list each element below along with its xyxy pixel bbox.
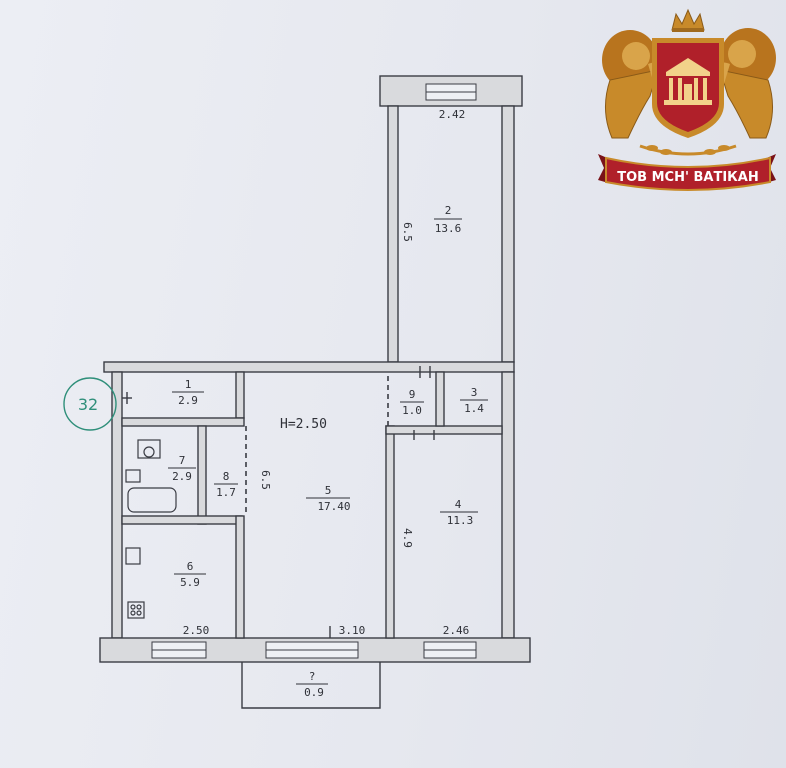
stove-fixture	[127, 601, 145, 619]
room-number: 7	[179, 454, 186, 467]
room-area: 2.9	[172, 470, 192, 483]
building-icon	[664, 58, 712, 105]
apartment-number-badge: 32	[63, 377, 117, 431]
wall-room7-bottom	[121, 515, 243, 525]
company-name: ТОВ МСН' ВАТІКАН	[617, 170, 758, 185]
bottom-balcony	[241, 662, 381, 709]
dim-vertical-room5: 6.5	[259, 470, 272, 490]
room-number: 8	[223, 470, 230, 483]
wall-room3-left	[435, 371, 445, 427]
room-label-9: 9 1.0	[400, 388, 424, 417]
dim-vertical-room4: 4.9	[401, 528, 414, 548]
wall-room6-right	[235, 515, 245, 639]
room-label-5: 5 17.40	[306, 484, 351, 513]
room2-right-wall	[501, 105, 515, 363]
room-area: 11.3	[447, 514, 474, 527]
room-label-6: 6 5.9	[174, 560, 206, 589]
room-label-balcony: ? 0.9	[296, 670, 328, 699]
dim-bottom-mid: 3.10	[339, 624, 366, 637]
room-number: 3	[471, 386, 478, 399]
wall-room1-right	[235, 371, 245, 419]
company-banner: ТОВ МСН' ВАТІКАН	[598, 154, 776, 191]
wall-room7-right	[197, 425, 207, 525]
room-area: 1.7	[216, 486, 236, 499]
dim-top-window: 2.42	[439, 108, 466, 121]
room-label-8: 8 1.7	[214, 470, 238, 499]
shield-icon	[652, 38, 724, 138]
room-number: 4	[455, 498, 462, 511]
room-area: 5.9	[180, 576, 200, 589]
wall-room4-left	[385, 425, 395, 639]
room-area: 13.6	[435, 222, 462, 235]
room2-left-wall	[387, 105, 399, 363]
dim-bottom-right: 2.46	[443, 624, 470, 637]
crown-icon	[671, 8, 705, 32]
wall-room4-top	[385, 425, 503, 435]
dim-vertical-room2: 6.5	[401, 222, 414, 242]
laurel-icon	[639, 144, 737, 156]
room-area: 2.9	[178, 394, 198, 407]
bathtub-fixture	[127, 487, 177, 513]
sink-fixture	[125, 469, 141, 483]
wall-room1-bottom	[121, 417, 245, 427]
room-label-2: 2 13.6	[434, 204, 462, 235]
kitchen-sink-fixture	[125, 547, 141, 565]
room-number: 1	[185, 378, 192, 391]
room-label-3: 3 1.4	[460, 386, 488, 415]
room-area: 1.0	[402, 404, 422, 417]
right-outer-wall	[501, 371, 515, 639]
ceiling-height-label: H=2.50	[280, 417, 327, 432]
room-number: 6	[187, 560, 194, 573]
room-area: 0.9	[304, 686, 324, 699]
room-number: 5	[325, 484, 332, 497]
room-number: 2	[445, 204, 452, 217]
room-number: ?	[309, 670, 316, 683]
dim-bottom-left: 2.50	[183, 624, 210, 637]
room-label-7: 7 2.9	[168, 454, 196, 483]
apartment-number: 32	[78, 395, 98, 414]
main-top-wall	[103, 361, 515, 373]
room-number: 9	[409, 388, 416, 401]
room-area: 1.4	[464, 402, 484, 415]
lion-right-icon	[712, 28, 776, 139]
room-label-1: 1 2.9	[172, 378, 204, 407]
left-outer-wall	[111, 371, 123, 639]
room-label-4: 4 11.3	[440, 498, 478, 527]
toilet-fixture	[137, 439, 161, 459]
company-logo: ТОВ МСН' ВАТІКАН	[598, 8, 776, 191]
room-area: 17.40	[317, 500, 350, 513]
